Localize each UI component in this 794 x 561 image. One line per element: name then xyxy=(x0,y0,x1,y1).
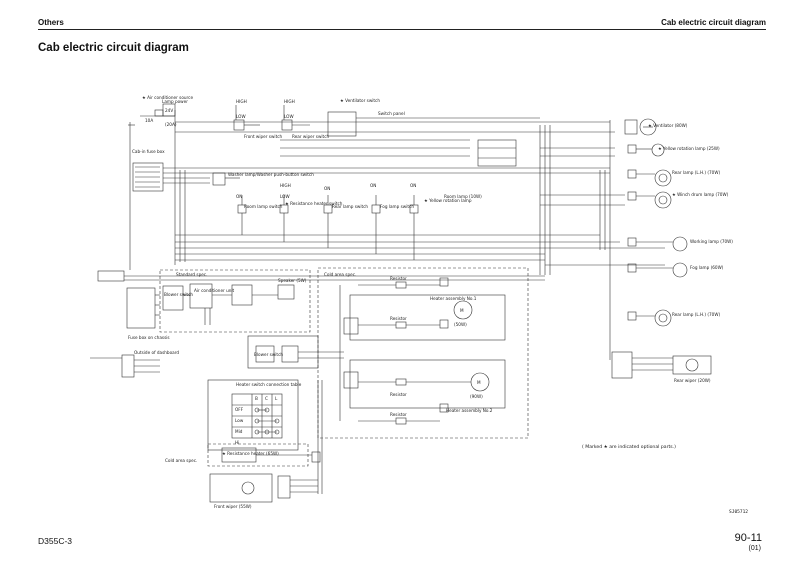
label-heater-assembly-2: Heater assembly No.2 xyxy=(446,408,493,413)
label-low-2: LOW xyxy=(284,114,294,119)
label-fog-lamp-switch: Fog lamp switch xyxy=(380,204,414,209)
label-fog-lamp: Fog lamp (60W) xyxy=(690,265,724,270)
label-low-1: LOW xyxy=(236,114,246,119)
label-resistor-4: Resistor xyxy=(390,412,407,417)
label-motor-m-1: M xyxy=(460,308,464,313)
label-fuse-box-chassis: Fuse box on chassis xyxy=(128,335,170,340)
label-rear-wiper-motor: Rear wiper (20W) xyxy=(674,378,711,383)
label-blower-switch-2: Blower switch xyxy=(254,352,283,357)
label-working-lamp: Working lamp (70W) xyxy=(690,239,733,244)
page-title: Cab electric circuit diagram xyxy=(38,42,189,54)
label-resistor-1: Resistor xyxy=(390,276,407,281)
footer-page: 90-11 xyxy=(734,532,762,544)
label-heater-conn-table: Heater switch connection table xyxy=(236,382,302,387)
label-resistance-heater: ★ Resistance heater (65W) xyxy=(222,451,279,456)
label-yellow-rotation-switch: ★ Yellow rotation lamp xyxy=(424,198,472,203)
label-resistor-2: Resistor xyxy=(390,316,407,321)
header-topic: Cab electric circuit diagram xyxy=(661,18,766,27)
label-washer-switch: Washer lamp/Washer push-button switch xyxy=(228,172,314,177)
header-rule xyxy=(38,29,766,30)
header-section: Others xyxy=(38,18,64,27)
table-row-off: OFF xyxy=(235,407,244,412)
standard-spec-box xyxy=(159,269,311,333)
label-yellow-rotation-lamp: ★ Yellow rotation lamp (25W) xyxy=(658,146,720,151)
label-low-3: LOW xyxy=(280,194,290,199)
label-front-wiper-motor: Front wiper (55W) xyxy=(214,504,252,509)
rear-wiper-connector xyxy=(611,351,633,379)
label-motor-90w: (90W) xyxy=(470,394,483,399)
label-blower-switch: Blower switch xyxy=(164,292,193,297)
table-header-c: C xyxy=(265,396,268,401)
label-on-4: ON xyxy=(410,183,416,188)
label-resistance-heater-switch: ★ Resistance heater switch xyxy=(285,201,343,206)
label-cab-fuse-box: Cab-in fuse box xyxy=(132,149,165,154)
label-resistor-3: Resistor xyxy=(390,392,407,397)
cab-fuse-box xyxy=(132,162,164,192)
label-room-lamp: Room lamp (10W) xyxy=(444,194,482,199)
label-room-lamp-switch: Room lamp switch xyxy=(244,204,283,209)
table-header-b: B xyxy=(255,396,258,401)
label-on-3: ON xyxy=(370,183,376,188)
label-on-2: ON xyxy=(324,186,330,191)
footer-model: D355C-3 xyxy=(38,536,73,546)
footer-revision: (01) xyxy=(748,545,761,552)
switch-panel-block xyxy=(327,111,357,137)
label-motor-m-2: M xyxy=(477,380,481,385)
label-front-wiper-switch: Front wiper switch xyxy=(244,134,283,139)
label-rear-lamp-lh: Rear lamp (L.H.) (70W) xyxy=(672,170,720,175)
label-air-cond-source: ★ Air conditioner source xyxy=(142,95,193,100)
label-on-1: ON xyxy=(236,194,242,199)
table-header-l: L xyxy=(275,396,278,401)
label-24v: 24V xyxy=(165,108,173,113)
label-switch-panel: Switch panel xyxy=(378,111,405,116)
label-high-1: HIGH xyxy=(236,99,247,104)
label-high-3: HIGH xyxy=(280,183,291,188)
label-ventilator-switch: ★ Ventilator switch xyxy=(340,98,380,103)
heater-table-grid xyxy=(231,393,283,439)
label-air-cond-unit: Air conditioner unit xyxy=(194,288,235,293)
relay-block xyxy=(477,139,517,167)
cold-area-spec-box xyxy=(317,267,529,439)
label-heater-assembly-1: Heater assembly No.1 xyxy=(430,296,477,301)
label-high-2: HIGH xyxy=(284,99,295,104)
label-fuse-10a: 10A xyxy=(145,118,153,123)
label-ventilator: ★ Ventilator (80W) xyxy=(648,123,688,128)
label-winch-drum-lamp: ★ Winch drum lamp (70W) xyxy=(672,192,729,197)
label-cold-area-spec: Cold area spec. xyxy=(324,272,356,277)
optional-parts-note: ( Marked ★ are indicated optional parts.… xyxy=(582,444,676,450)
label-rear-lamp-switch: Rear lamp switch xyxy=(332,204,368,209)
label-rear-wiper-switch: Rear wiper switch xyxy=(292,134,330,139)
label-rear-lamp-rh: Rear lamp (L.H.) (70W) xyxy=(672,312,720,317)
table-row-hi: Hi xyxy=(235,440,239,445)
label-speaker: Speaker (5W) xyxy=(278,278,307,283)
label-motor-50w: (50W) xyxy=(454,322,467,327)
table-row-mid: Mid xyxy=(235,429,243,434)
label-outside-dashboard: Outside of dashboard xyxy=(134,350,179,355)
label-cold-area-spec-2: Cold area spec. xyxy=(165,458,197,463)
label-standard-spec: Standard spec. xyxy=(176,272,207,277)
table-row-low: Low xyxy=(235,418,244,423)
label-lamp-power: Lamp power xyxy=(162,99,188,104)
drawing-number: SJ05712 xyxy=(729,510,748,515)
label-fuse-20a: (20A) xyxy=(165,122,177,127)
